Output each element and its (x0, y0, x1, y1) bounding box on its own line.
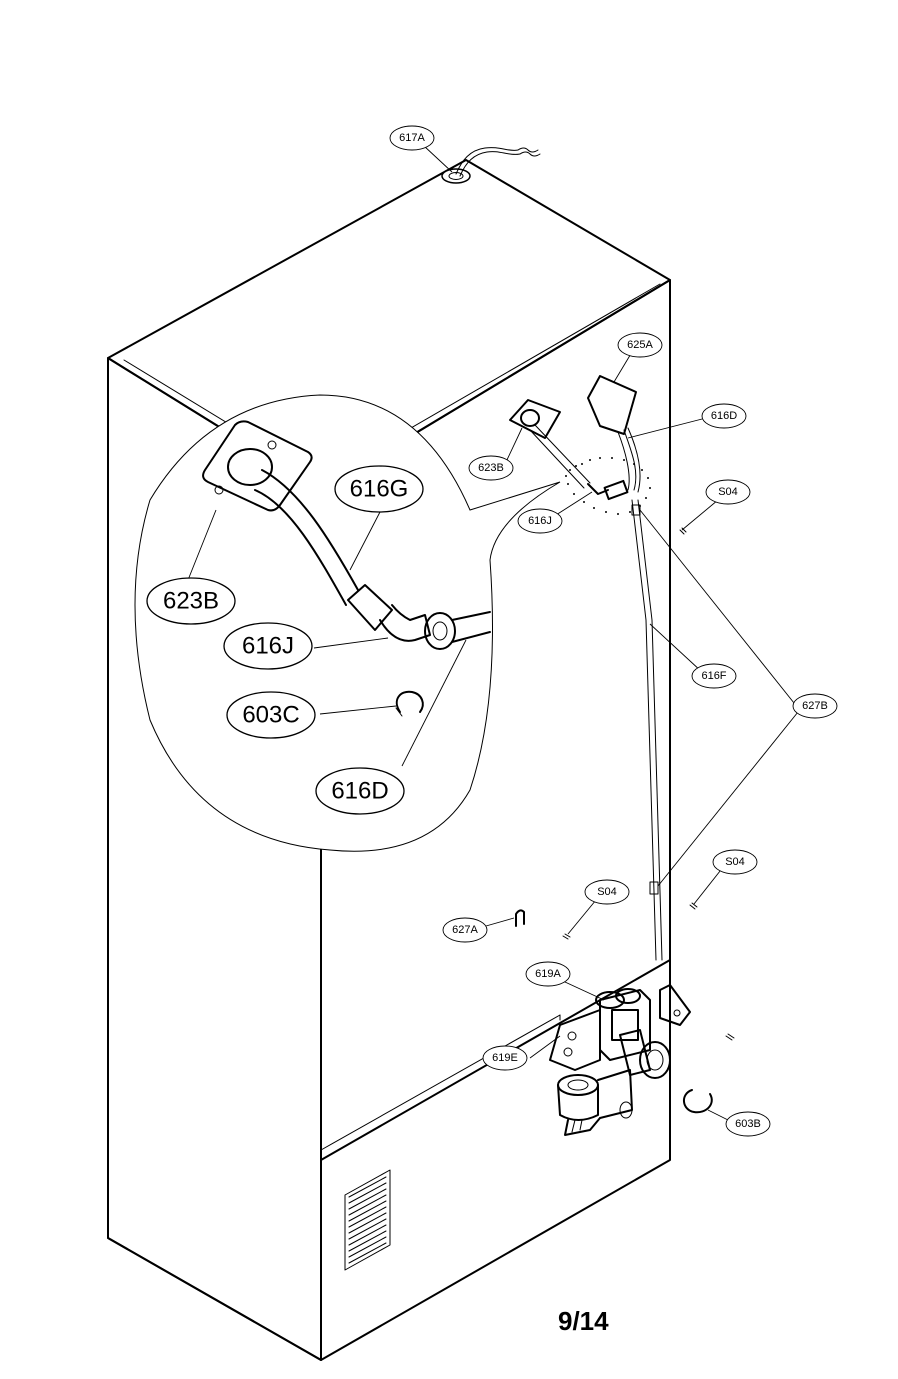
svg-text:623B: 623B (478, 462, 504, 474)
label-603b: 603B (725, 1111, 771, 1137)
svg-text:603B: 603B (735, 1118, 761, 1130)
snap-ring-603b (683, 1089, 713, 1114)
svg-text:627A: 627A (452, 924, 478, 936)
svg-text:616D: 616D (711, 410, 737, 422)
leader-lines (187, 145, 799, 1121)
svg-text:S04: S04 (718, 486, 738, 498)
grommet-617a (441, 147, 541, 184)
label-s04-right: S04 (712, 849, 758, 875)
label-616j-small: 616J (517, 508, 563, 534)
label-616d-top: 616D (701, 403, 747, 429)
water-valve-assembly (549, 984, 691, 1136)
label-623b: 623B (146, 577, 236, 625)
vent-grille (344, 1169, 391, 1271)
parts-upper (509, 375, 663, 961)
label-627b: 627B (792, 693, 838, 719)
label-627a: 627A (442, 917, 488, 943)
label-617a: 617A (389, 125, 435, 151)
svg-text:616F: 616F (701, 670, 726, 682)
svg-text:625A: 625A (627, 339, 653, 351)
label-616g: 616G (334, 465, 424, 513)
mounting-plate-detail (202, 420, 313, 512)
label-623b-small: 623B (468, 455, 514, 481)
svg-text:616G: 616G (350, 476, 409, 503)
detail-bubble-outline (134, 394, 561, 852)
svg-text:S04: S04 (597, 886, 617, 898)
svg-text:603C: 603C (242, 702, 299, 729)
svg-text:616J: 616J (242, 633, 294, 660)
svg-text:619A: 619A (535, 968, 561, 980)
page-number: 9/14 (558, 1306, 609, 1336)
label-616f: 616F (691, 663, 737, 689)
label-619a: 619A (525, 961, 571, 987)
screws (562, 527, 735, 1041)
svg-text:617A: 617A (399, 132, 425, 144)
label-s04-upper: S04 (705, 479, 751, 505)
label-625a: 625A (617, 332, 663, 358)
label-s04-middle: S04 (584, 879, 630, 905)
svg-text:S04: S04 (725, 856, 745, 868)
label-616j: 616J (223, 622, 313, 670)
clamp-627a (515, 909, 525, 927)
label-616d: 616D (315, 767, 405, 815)
svg-text:627B: 627B (802, 700, 828, 712)
detail-callout (134, 394, 561, 852)
label-603c: 603C (226, 691, 316, 739)
label-619e: 619E (482, 1045, 528, 1071)
svg-text:616D: 616D (331, 778, 388, 805)
svg-text:616J: 616J (528, 515, 552, 527)
svg-text:623B: 623B (163, 588, 219, 615)
svg-text:619E: 619E (492, 1052, 518, 1064)
